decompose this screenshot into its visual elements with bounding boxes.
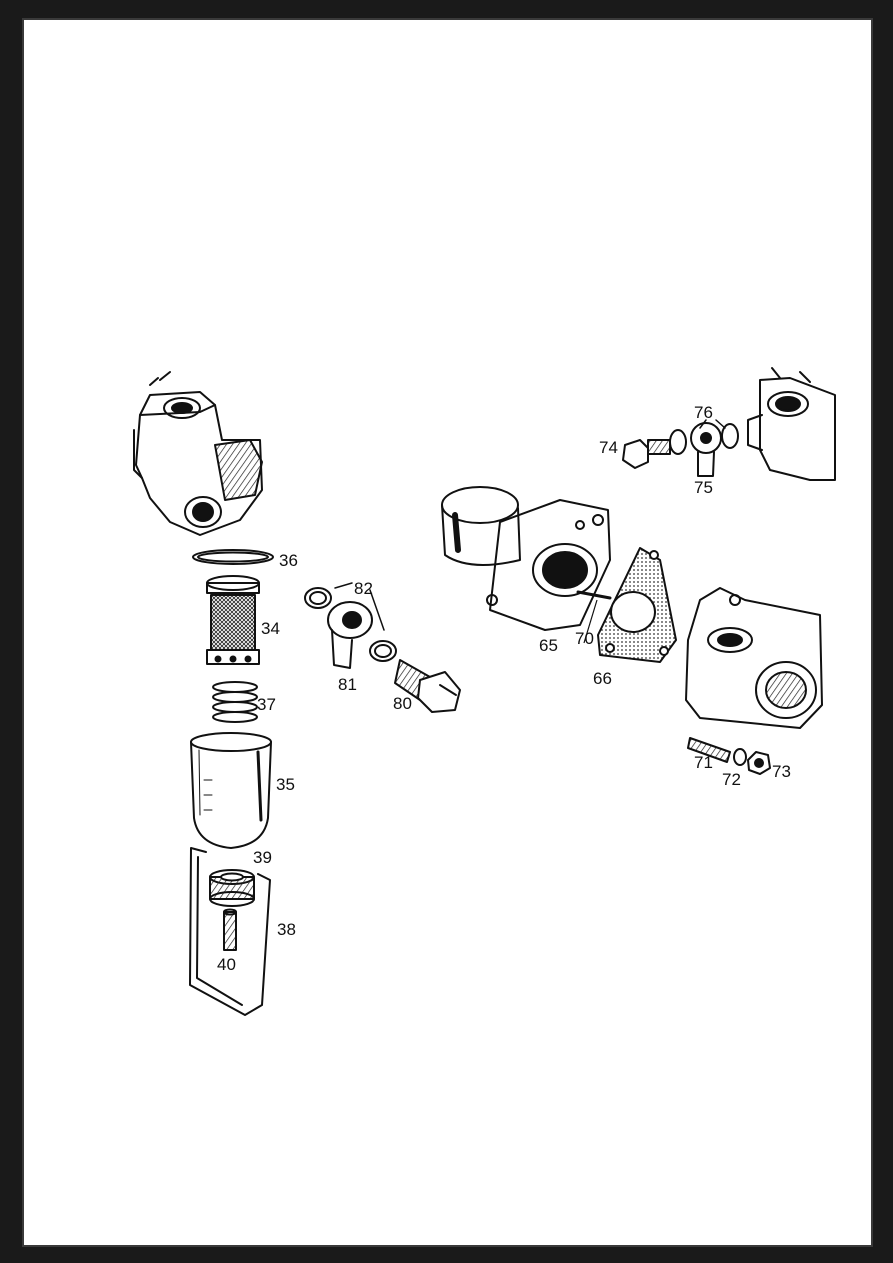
- part-74-banjo-bolt: [622, 439, 671, 469]
- callout-72: 72: [722, 770, 741, 789]
- part-81-banjo-fitting: [327, 601, 373, 669]
- part-35-filter-bowl: [190, 732, 272, 849]
- callout-34: 34: [261, 619, 280, 638]
- part-40-pin: [223, 908, 237, 951]
- callout-37: 37: [257, 695, 276, 714]
- callout-38: 38: [277, 920, 296, 939]
- filter-head-housing: [133, 371, 263, 536]
- callout-81: 81: [338, 675, 357, 694]
- callout-70: 70: [575, 629, 594, 648]
- callout-82: 82: [354, 579, 373, 598]
- callout-65: 65: [539, 636, 558, 655]
- pump-housing-lower-right: [685, 587, 823, 729]
- part-38-stirrup-clamp: [189, 847, 271, 1016]
- part-65-flanged-body: [441, 486, 611, 631]
- part-72-spring-washer: [733, 748, 747, 766]
- leader-lines: [583, 599, 598, 644]
- callout-labels: 36 34 37 35 39 38 40 82 81 80 74 76 75 6…: [217, 403, 791, 974]
- part-73-nut: [747, 751, 771, 775]
- part-75-banjo-union: [690, 422, 722, 477]
- part-70-stud: [576, 590, 612, 600]
- part-37-spring: [212, 681, 258, 723]
- part-34-filter-element: [206, 575, 260, 665]
- callout-39: 39: [253, 848, 272, 867]
- callout-66: 66: [593, 669, 612, 688]
- callout-75: 75: [694, 478, 713, 497]
- callout-40: 40: [217, 955, 236, 974]
- callout-35: 35: [276, 775, 295, 794]
- callout-36: 36: [279, 551, 298, 570]
- callout-76: 76: [694, 403, 713, 422]
- callout-74: 74: [599, 438, 618, 457]
- callout-80: 80: [393, 694, 412, 713]
- callout-71: 71: [694, 753, 713, 772]
- part-82-washers: [304, 582, 397, 662]
- part-71-stud: [687, 737, 731, 763]
- callout-73: 73: [772, 762, 791, 781]
- part-66-gasket: [597, 547, 677, 663]
- part-36-sealing-ring: [192, 549, 274, 565]
- pump-housing-top-right: [747, 367, 836, 481]
- part-39-knurled-nut: [209, 869, 255, 907]
- part-80-banjo-bolt: [394, 659, 461, 713]
